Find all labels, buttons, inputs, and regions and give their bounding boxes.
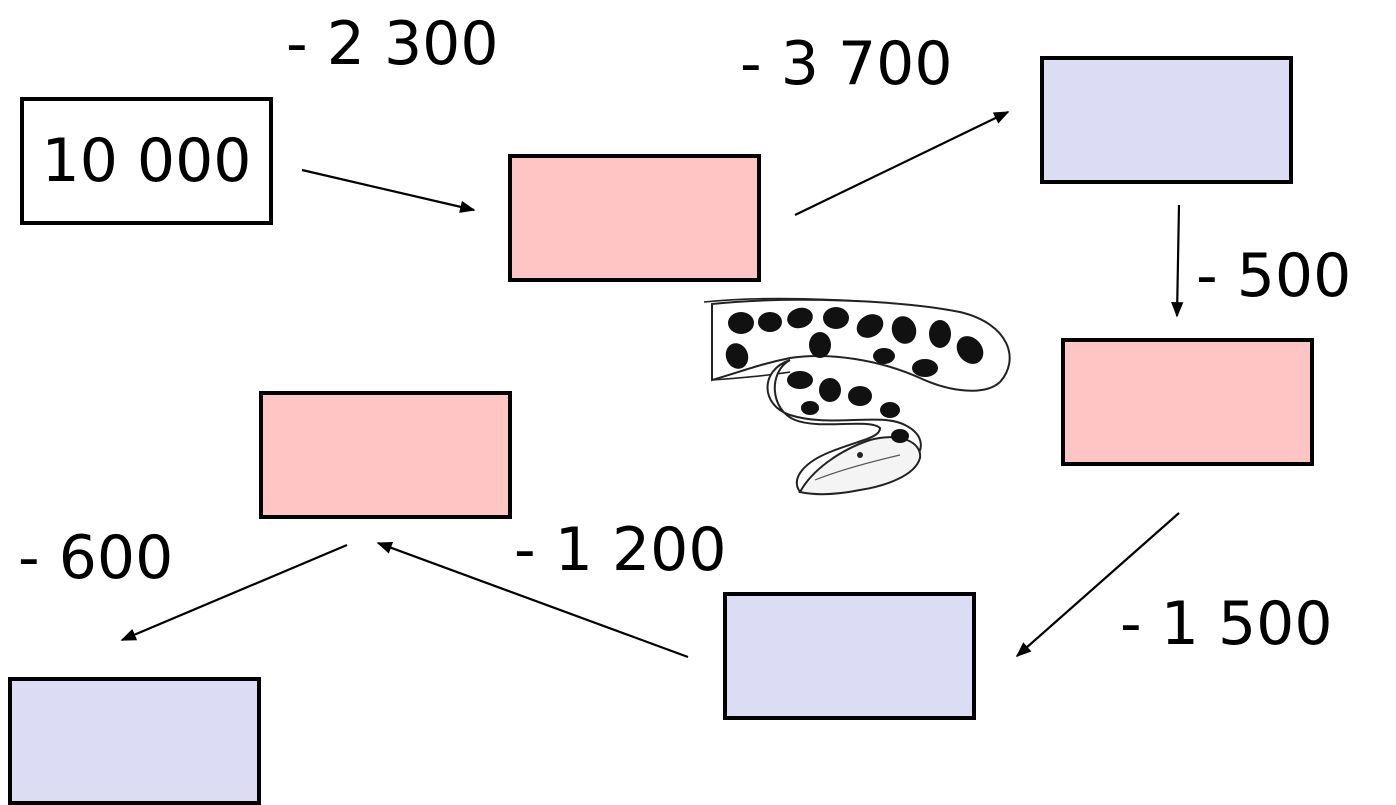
step-label-1: - 2 300 bbox=[286, 9, 499, 79]
step-label-3: - 500 bbox=[1196, 241, 1352, 311]
start-value-box: 10 000 bbox=[20, 97, 273, 225]
arrow-1 bbox=[301, 168, 476, 213]
arrow-5 bbox=[376, 541, 689, 659]
arrow-4 bbox=[1015, 512, 1180, 658]
flow-arrows bbox=[120, 111, 1184, 659]
answer-box-1[interactable] bbox=[508, 154, 761, 282]
answer-box-6[interactable] bbox=[8, 677, 261, 805]
step-label-2: - 3 700 bbox=[740, 29, 953, 99]
answer-box-2[interactable] bbox=[1040, 56, 1293, 184]
arrow-2 bbox=[794, 111, 1010, 216]
step-label-4: - 1 500 bbox=[1120, 589, 1333, 659]
step-label-6: - 600 bbox=[18, 523, 174, 593]
answer-box-3[interactable] bbox=[1061, 338, 1314, 466]
start-value: 10 000 bbox=[41, 126, 252, 196]
arrow-3 bbox=[1171, 204, 1184, 318]
answer-box-4[interactable] bbox=[723, 592, 976, 720]
step-label-5: - 1 200 bbox=[514, 515, 727, 585]
answer-box-5[interactable] bbox=[259, 391, 512, 519]
arrow-6 bbox=[120, 543, 348, 642]
spotted-anaconda-snake-icon bbox=[703, 297, 1011, 496]
